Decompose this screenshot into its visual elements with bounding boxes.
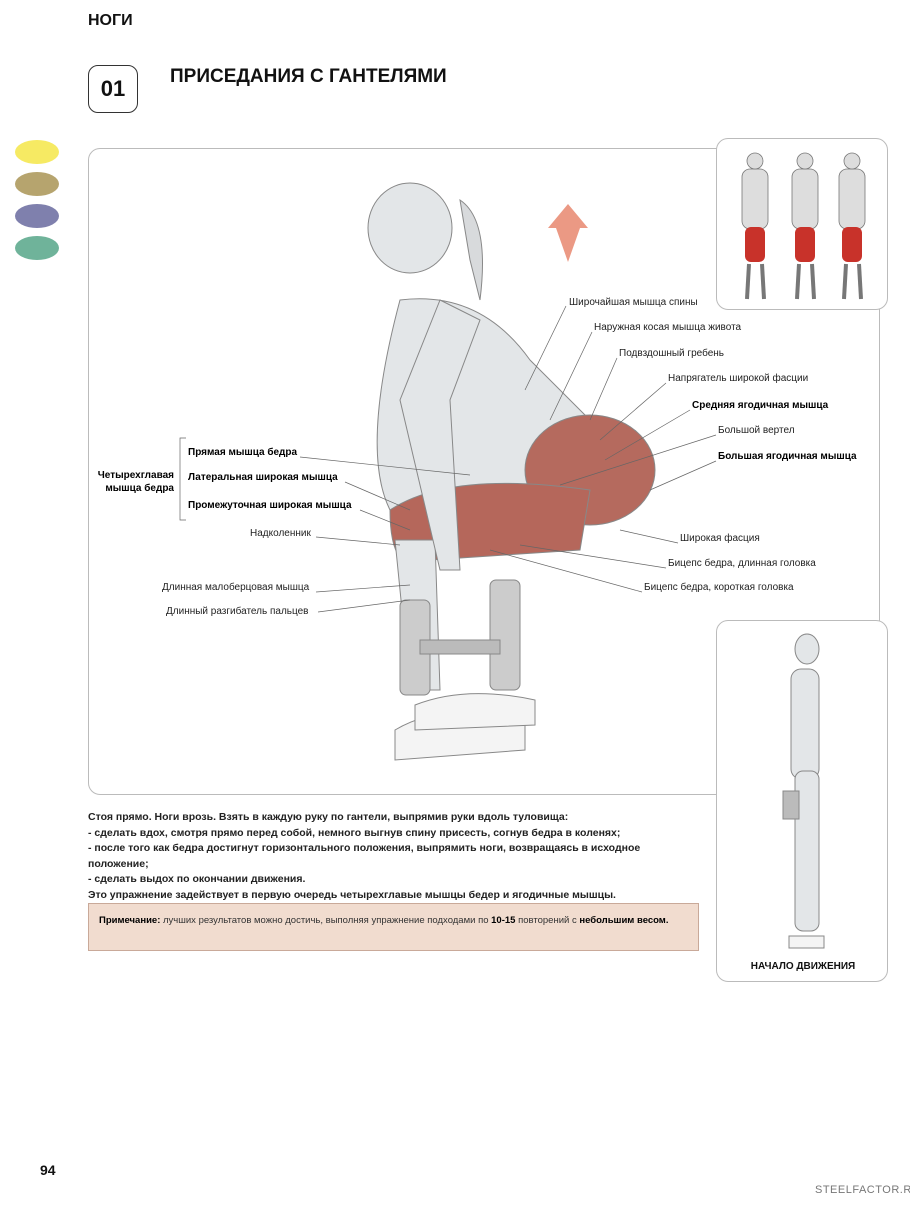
note-reps: 10-15 (491, 915, 516, 926)
instructions: Стоя прямо. Ноги врозь. Взять в каждую р… (88, 810, 700, 903)
color-marker-yellow (15, 140, 59, 164)
label-rectus-femoris: Прямая мышца бедра (188, 447, 298, 458)
label-vastus-lateralis: Латеральная широкая мышца (188, 472, 338, 483)
note-text: повторений с (515, 915, 580, 926)
label-quadriceps: Четырехглавая мышца бедра (97, 470, 174, 494)
instruction-line: Стоя прямо. Ноги врозь. Взять в каждую р… (88, 811, 569, 823)
label-right: Бицепс бедра, короткая головка (644, 582, 794, 593)
exercise-number: 01 (88, 65, 138, 113)
label-right: Подвздошный гребень (619, 348, 724, 359)
label-right: Напрягатель широкой фасции (668, 373, 809, 384)
label-vastus-intermedius: Промежуточная широкая мышца (188, 500, 352, 511)
label-right: Широчайшая мышца спины (569, 297, 698, 308)
note-weight: небольшим весом. (579, 915, 669, 926)
label-patella: Надколенник (250, 528, 311, 539)
label-extensor: Длинный разгибатель пальцев (166, 606, 309, 617)
color-marker-olive (15, 172, 59, 196)
label-right: Средняя ягодичная мышца (692, 400, 829, 411)
instruction-line: - после того как бедра достигнут горизон… (88, 842, 641, 870)
instruction-line: - сделать выдох по окончании движения. (88, 873, 306, 885)
exercise-title: ПРИСЕДАНИЯ С ГАНТЕЛЯМИ (170, 66, 447, 87)
instruction-line: - сделать вдох, смотря прямо перед собой… (88, 826, 621, 839)
section-title: НОГИ (88, 12, 133, 29)
color-marker-green (15, 236, 59, 260)
color-marker-blue (15, 204, 59, 228)
label-right: Большой вертел (718, 425, 795, 436)
illustration-frame (88, 148, 880, 795)
start-caption: НАЧАЛО ДВИЖЕНИЯ (750, 961, 856, 972)
label-right: Бицепс бедра, длинная головка (668, 558, 816, 569)
note-box: Примечание: лучших результатов можно дос… (88, 903, 699, 951)
instruction-line: Это упражнение задействует в первую очер… (88, 888, 616, 901)
label-right: Большая ягодичная мышца (718, 451, 857, 462)
note-text: лучших результатов можно достичь, выполн… (160, 915, 492, 926)
label-right: Наружная косая мышца живота (594, 322, 742, 333)
muscle-map-inset (716, 138, 888, 310)
up-arrow-icon (548, 204, 588, 262)
label-right: Широкая фасция (680, 533, 760, 544)
note-label: Примечание: (99, 915, 161, 926)
label-peroneus: Длинная малоберцовая мышца (162, 582, 310, 593)
page-number: 94 (40, 1162, 56, 1178)
start-position-inset: НАЧАЛО ДВИЖЕНИЯ (716, 620, 888, 982)
site-watermark: STEELFACTOR.RU (815, 1184, 910, 1196)
